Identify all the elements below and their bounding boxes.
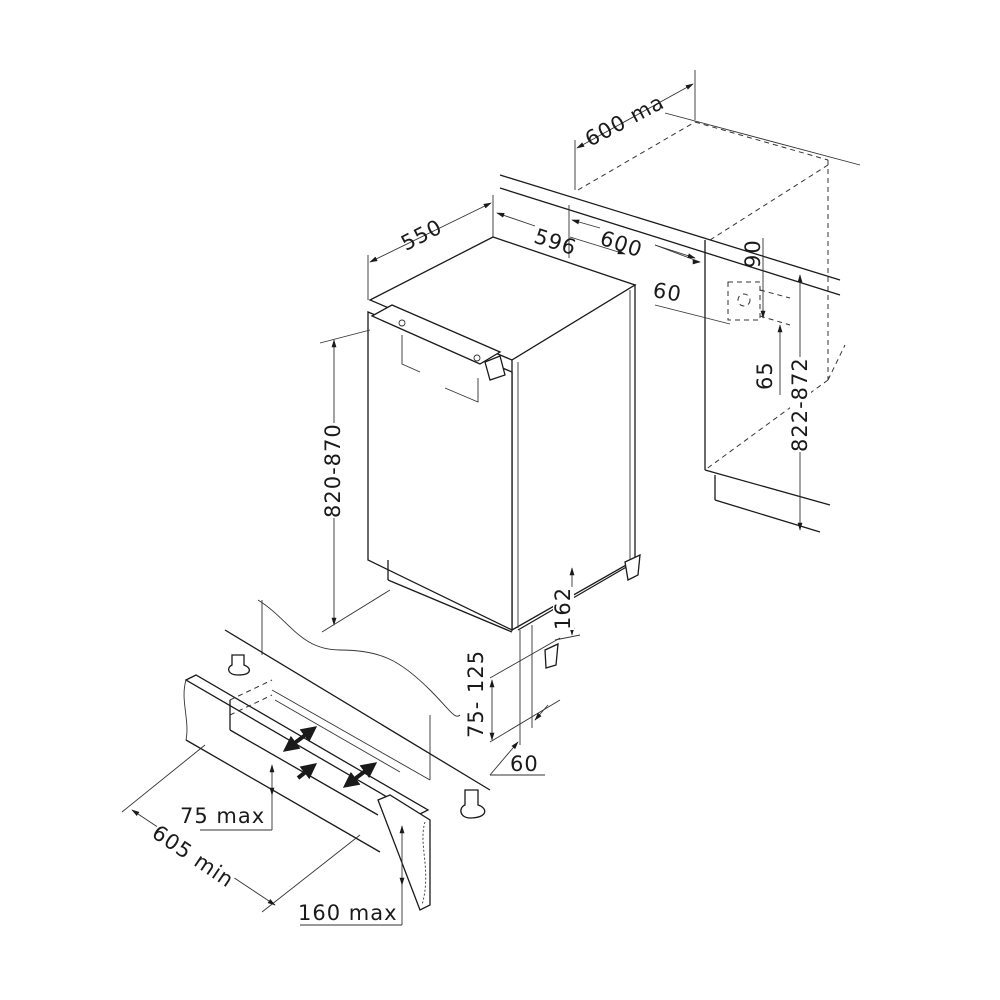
dim-appliance-height-label: 820-870: [321, 423, 345, 518]
top-dimensions: [367, 70, 696, 300]
socket-icon: [737, 293, 751, 307]
dim-plinth-offset-label: 60: [510, 752, 539, 776]
dim-plinth-height-label: 75- 125: [464, 649, 488, 738]
socket-outline: [727, 281, 761, 321]
plinth-detail: [121, 599, 491, 926]
dim-plinth-board-label: 160 max: [298, 901, 398, 925]
dim-socket-bottom-label: 65: [753, 361, 777, 390]
dim-plinth-vent-label: 162: [551, 586, 575, 630]
dim-plinth-cut-label: 75 max: [180, 804, 266, 828]
dim-top-offset-label: 60: [651, 278, 684, 307]
dim-socket-top-label: 90: [741, 239, 765, 268]
refrigerator-appliance: [319, 236, 641, 776]
dim-niche-height-label: 822-872: [788, 357, 812, 452]
